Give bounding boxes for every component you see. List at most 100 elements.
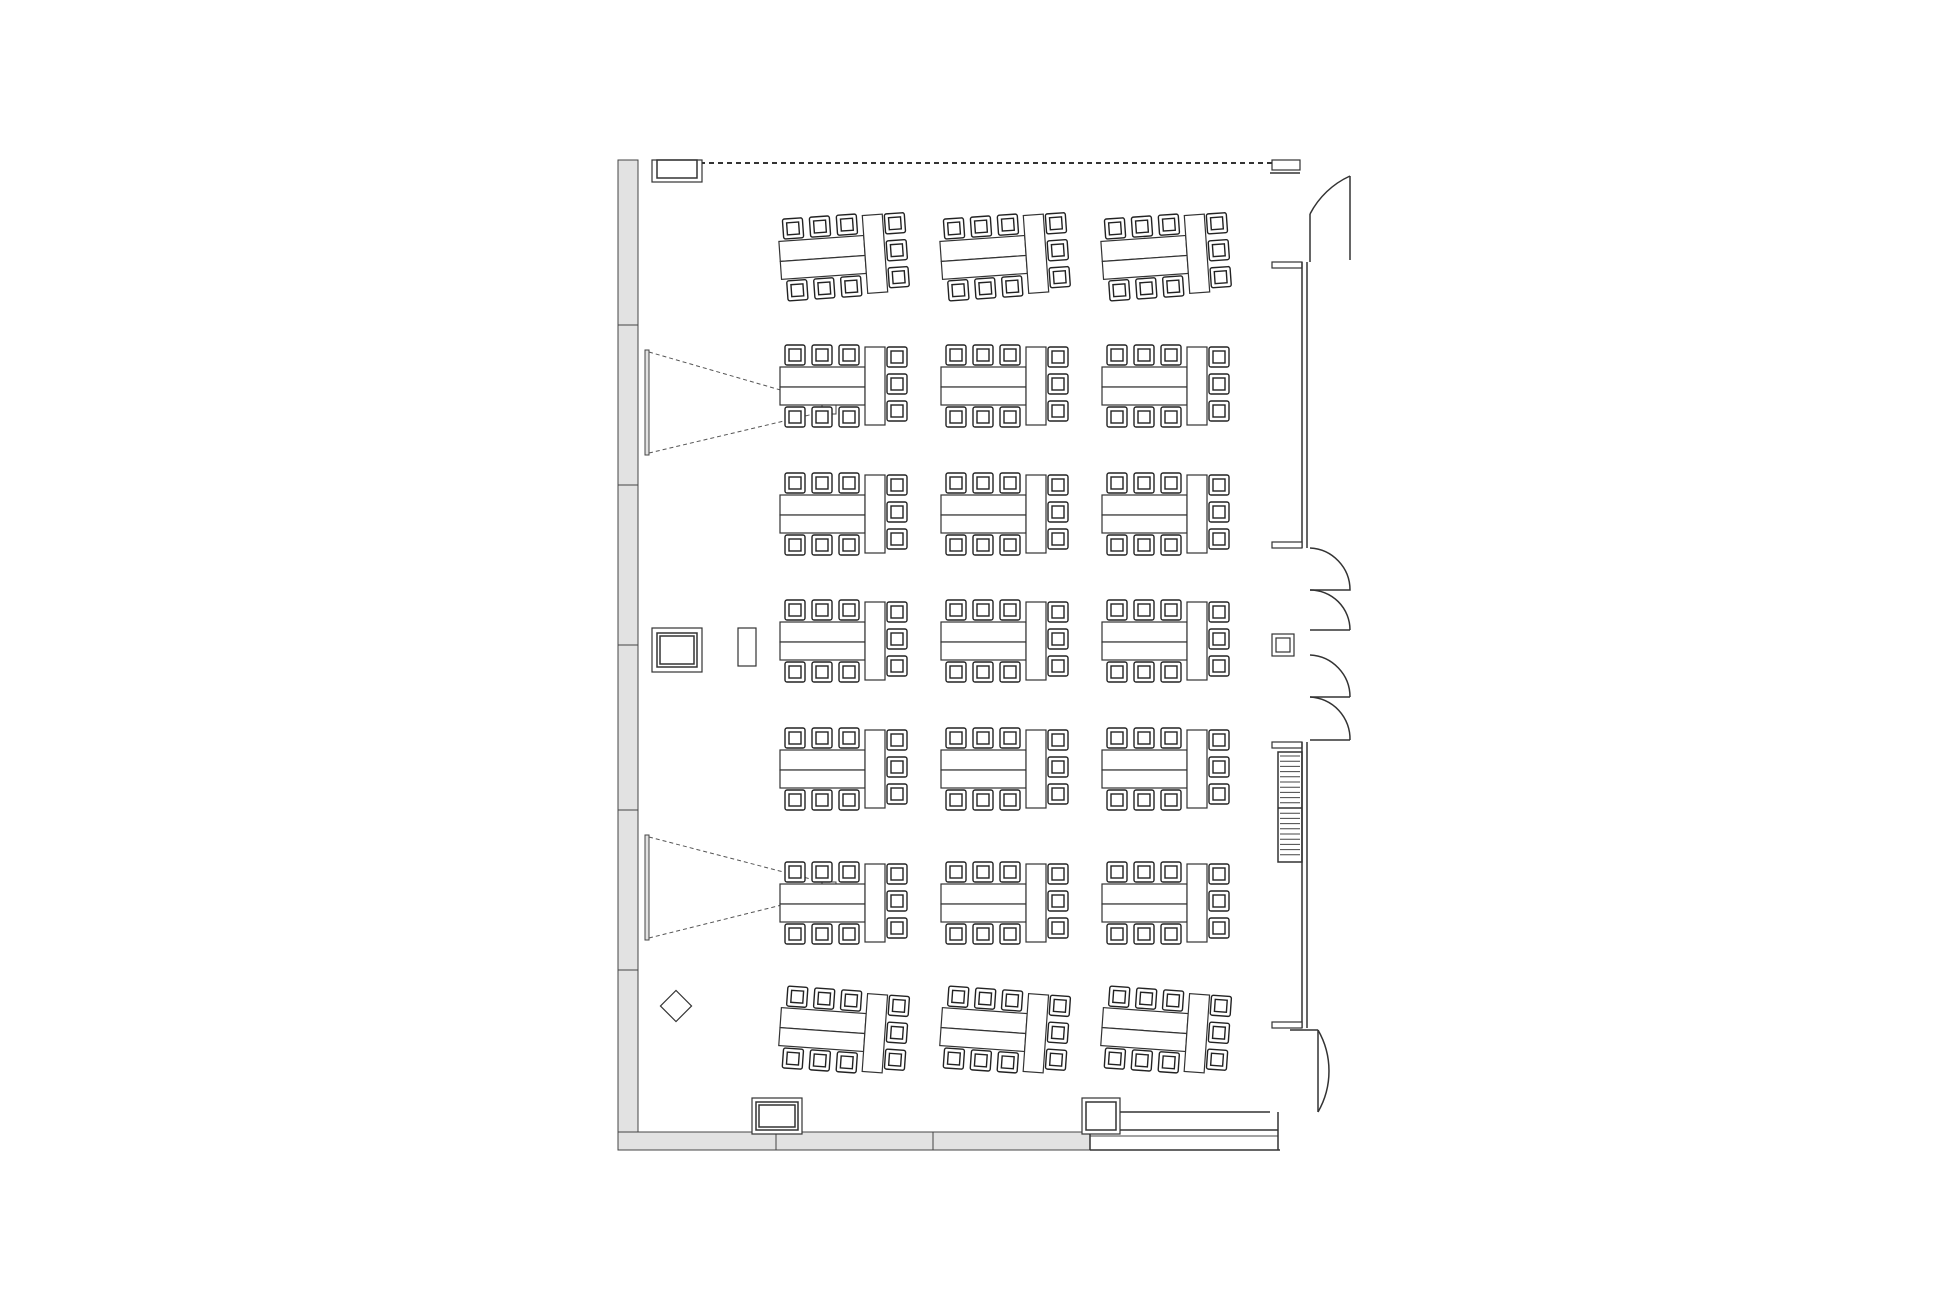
chair bbox=[886, 601, 908, 623]
chair bbox=[784, 727, 806, 749]
chair bbox=[1106, 923, 1128, 945]
chair bbox=[1106, 406, 1128, 428]
chair bbox=[784, 861, 806, 883]
chair bbox=[1047, 783, 1069, 805]
chair bbox=[838, 661, 860, 683]
chair bbox=[808, 215, 832, 238]
chair bbox=[835, 1051, 858, 1074]
chair bbox=[883, 212, 907, 235]
end-table bbox=[1022, 992, 1050, 1074]
chair bbox=[999, 599, 1021, 621]
chair bbox=[999, 789, 1021, 811]
chair bbox=[1161, 275, 1185, 298]
chair bbox=[1000, 275, 1024, 298]
chair bbox=[1047, 501, 1069, 523]
chair bbox=[999, 344, 1021, 366]
chair bbox=[1160, 344, 1182, 366]
chair bbox=[972, 406, 994, 428]
chair bbox=[784, 534, 806, 556]
chair bbox=[886, 400, 908, 422]
chair bbox=[972, 599, 994, 621]
chair bbox=[811, 727, 833, 749]
chair bbox=[972, 344, 994, 366]
chair bbox=[1160, 727, 1182, 749]
chair bbox=[784, 661, 806, 683]
chair bbox=[1047, 756, 1069, 778]
column-bottom-1 bbox=[751, 1097, 803, 1135]
chair bbox=[811, 923, 833, 945]
plant-stand bbox=[659, 989, 693, 1023]
chair bbox=[784, 789, 806, 811]
door-1 bbox=[1309, 175, 1351, 262]
table bbox=[940, 621, 1027, 643]
chair bbox=[838, 406, 860, 428]
chair bbox=[1209, 994, 1233, 1018]
chair bbox=[887, 265, 910, 289]
chair bbox=[945, 861, 967, 883]
table bbox=[1101, 883, 1188, 905]
table bbox=[940, 883, 1027, 905]
chair bbox=[838, 861, 860, 883]
chair bbox=[1208, 400, 1230, 422]
chair bbox=[838, 472, 860, 494]
chair bbox=[813, 277, 836, 300]
chair bbox=[886, 474, 908, 496]
chair bbox=[811, 789, 833, 811]
wall-vent bbox=[1277, 751, 1303, 863]
chair bbox=[1208, 373, 1230, 395]
chair bbox=[1048, 994, 1072, 1018]
chair bbox=[945, 727, 967, 749]
end-table bbox=[861, 213, 889, 295]
end-table bbox=[1186, 729, 1208, 809]
chair bbox=[1208, 501, 1230, 523]
chair bbox=[1130, 215, 1154, 238]
chair bbox=[999, 727, 1021, 749]
chair bbox=[1103, 217, 1127, 240]
chair bbox=[1208, 863, 1230, 885]
door-2 bbox=[1309, 547, 1351, 631]
end-table bbox=[864, 601, 886, 681]
chair bbox=[972, 534, 994, 556]
end-table bbox=[864, 863, 886, 943]
chair bbox=[947, 279, 970, 302]
chair bbox=[887, 994, 911, 1018]
chair bbox=[1044, 212, 1068, 235]
chair bbox=[812, 987, 836, 1010]
chair bbox=[1208, 890, 1230, 912]
end-table bbox=[864, 729, 886, 809]
chair bbox=[945, 472, 967, 494]
room-shell bbox=[617, 159, 1308, 1151]
chair bbox=[1208, 729, 1230, 751]
chair bbox=[1160, 472, 1182, 494]
table-cluster bbox=[779, 472, 908, 556]
chair bbox=[811, 534, 833, 556]
chair bbox=[1208, 783, 1230, 805]
chair bbox=[973, 987, 997, 1010]
chair bbox=[811, 406, 833, 428]
chair bbox=[785, 985, 809, 1008]
table bbox=[940, 749, 1027, 771]
chair bbox=[1106, 599, 1128, 621]
chair bbox=[1107, 985, 1131, 1008]
chair bbox=[811, 344, 833, 366]
table bbox=[940, 494, 1027, 516]
table-cluster bbox=[939, 212, 1071, 302]
chair bbox=[1208, 601, 1230, 623]
chair bbox=[1208, 655, 1230, 677]
chair bbox=[972, 923, 994, 945]
table-cluster bbox=[1101, 344, 1230, 428]
chair bbox=[1157, 213, 1181, 236]
table bbox=[1101, 494, 1188, 516]
chair bbox=[1208, 346, 1230, 368]
table-cluster bbox=[779, 599, 908, 683]
chair bbox=[1209, 265, 1232, 289]
chair bbox=[1048, 265, 1071, 289]
end-table bbox=[1025, 863, 1047, 943]
table-cluster bbox=[779, 727, 908, 811]
chair bbox=[1160, 861, 1182, 883]
chair bbox=[1044, 1048, 1068, 1071]
end-table bbox=[1025, 601, 1047, 681]
chair bbox=[1047, 400, 1069, 422]
columns bbox=[651, 159, 1121, 1135]
chair bbox=[1135, 277, 1158, 300]
